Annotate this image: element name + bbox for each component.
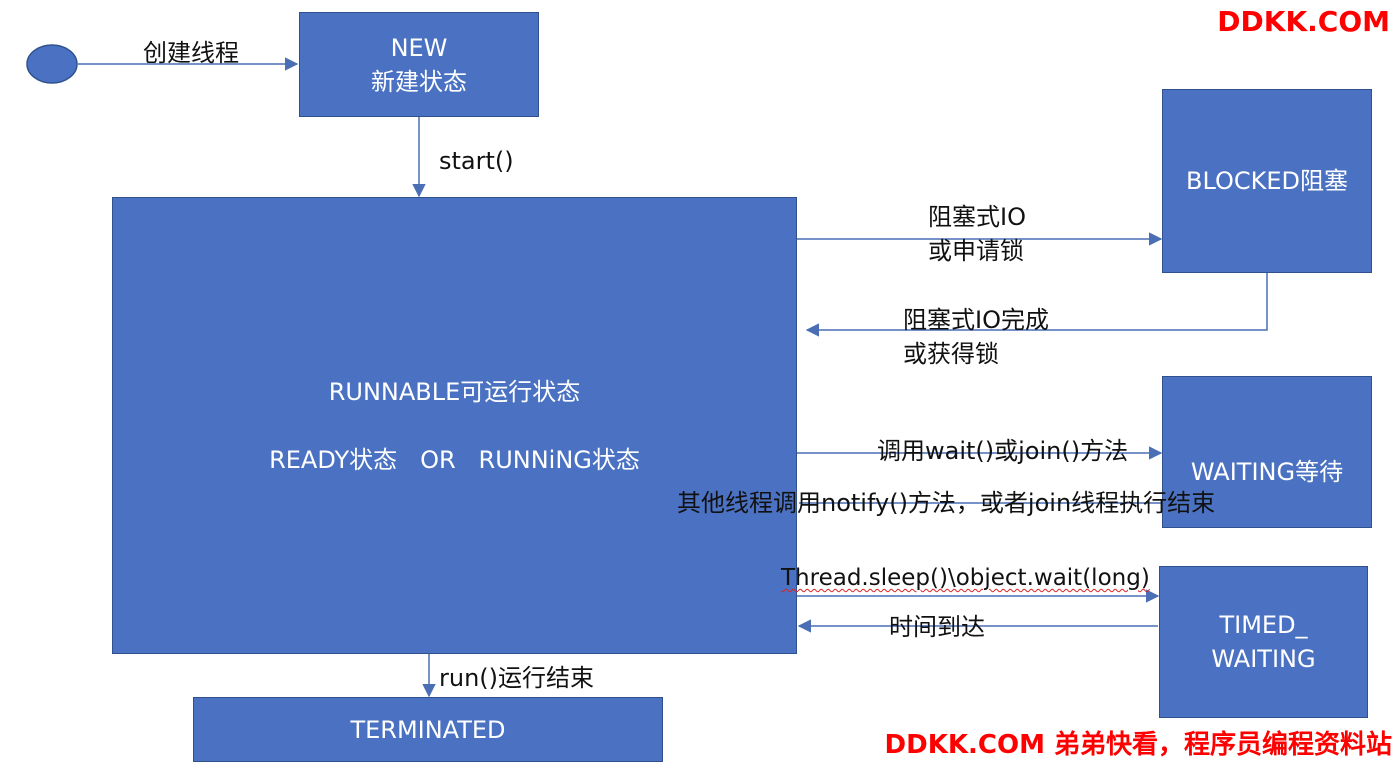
label-to-waiting: 调用wait()或join()方法 bbox=[877, 437, 1129, 465]
label-from-blocked-line1: 阻塞式IO完成 bbox=[903, 306, 1049, 334]
label-from-blocked-line2: 或获得锁 bbox=[903, 340, 999, 368]
state-new: NEW 新建状态 bbox=[299, 12, 539, 117]
state-blocked-label: BLOCKED阻塞 bbox=[1185, 167, 1348, 195]
label-terminate: run()运行结束 bbox=[439, 664, 595, 692]
label-from-timed-waiting: 时间到达 bbox=[889, 613, 985, 641]
arrow-from-blocked bbox=[805, 273, 1268, 337]
state-waiting-label: WAITING等待 bbox=[1190, 458, 1344, 486]
label-start: start() bbox=[439, 147, 514, 175]
label-to-blocked-line1: 阻塞式IO bbox=[928, 203, 1026, 231]
label-create-thread: 创建线程 bbox=[143, 39, 239, 67]
initial-state-node bbox=[26, 44, 78, 84]
state-timed-waiting: TIMED_ WAITING bbox=[1159, 566, 1368, 718]
state-waiting: WAITING等待 bbox=[1162, 376, 1372, 528]
watermark-top: DDKK.COM bbox=[1217, 5, 1390, 38]
state-timed-waiting-label: TIMED_ bbox=[1219, 611, 1308, 639]
state-terminated: TERMINATED bbox=[193, 697, 663, 762]
state-new-label: NEW bbox=[390, 33, 448, 62]
state-new-sublabel: 新建状态 bbox=[371, 67, 467, 96]
label-to-blocked-line2: 或申请锁 bbox=[928, 237, 1024, 265]
state-terminated-label: TERMINATED bbox=[350, 715, 506, 744]
state-timed-waiting-sublabel: WAITING bbox=[1211, 645, 1316, 673]
label-to-blocked: 阻塞式IO 或申请锁 bbox=[928, 200, 1026, 268]
state-runnable-label: RUNNABLE可运行状态 bbox=[328, 377, 581, 406]
label-from-waiting: 其他线程调用notify()方法，或者join线程执行结束 bbox=[677, 489, 1216, 517]
watermark-bottom: DDKK.COM 弟弟快看，程序员编程资料站 bbox=[884, 730, 1392, 760]
state-blocked: BLOCKED阻塞 bbox=[1162, 89, 1372, 273]
state-runnable: RUNNABLE可运行状态 READY状态 OR RUNNiNG状态 bbox=[112, 197, 797, 654]
state-runnable-sublabel: READY状态 OR RUNNiNG状态 bbox=[269, 445, 640, 474]
label-from-blocked: 阻塞式IO完成 或获得锁 bbox=[903, 303, 1049, 371]
label-to-timed-waiting: Thread.sleep()\object.wait(long) bbox=[781, 565, 1150, 591]
